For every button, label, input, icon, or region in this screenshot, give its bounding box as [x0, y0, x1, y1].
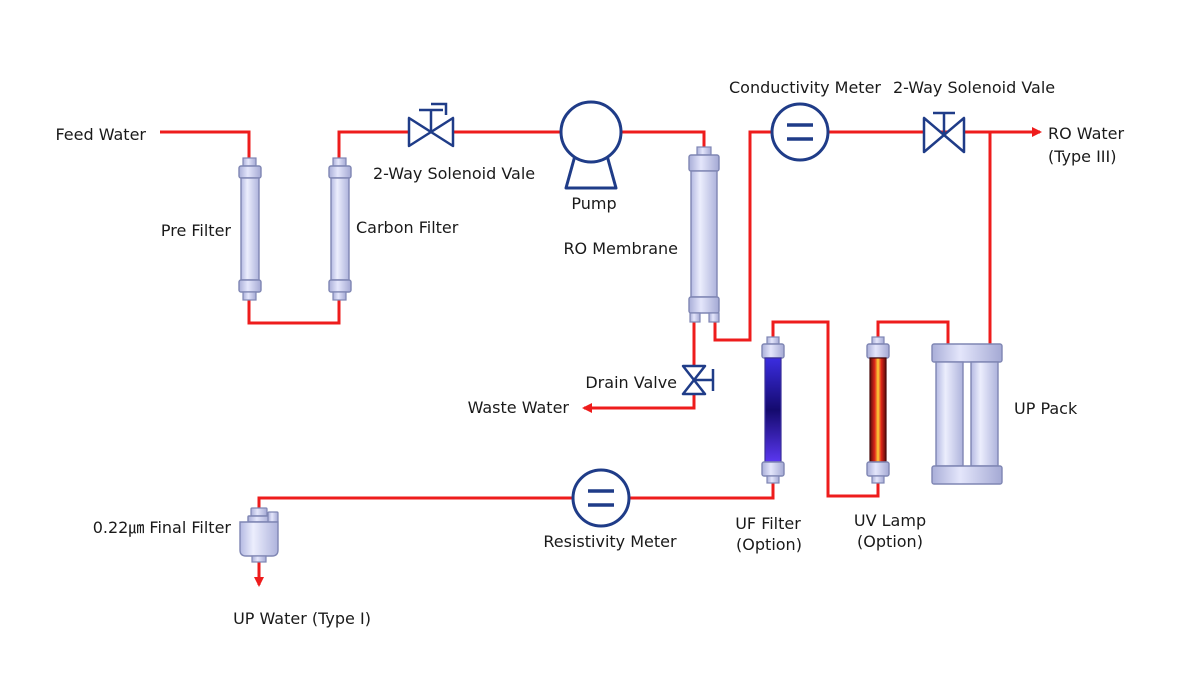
labels: Feed Water Pre Filter Carbon Filter 2-Wa…: [55, 78, 1124, 628]
label-up-water: UP Water (Type I): [233, 609, 371, 628]
two-way-valve-icon: [407, 102, 455, 148]
pre-filter-cartridge: [238, 157, 262, 301]
label-waste-water: Waste Water: [468, 398, 570, 417]
label-uf-filter-option: (Option): [736, 535, 802, 554]
ro-membrane-cartridge: [688, 146, 720, 323]
label-up-pack: UP Pack: [1014, 399, 1078, 418]
label-conductivity-meter: Conductivity Meter: [729, 78, 881, 97]
label-uv-lamp: UV Lamp: [854, 511, 926, 530]
pipe-ro-to-drain: [592, 322, 696, 410]
label-final-filter: 0.22㎛ Final Filter: [93, 518, 232, 537]
pipe-pump-to-ro-membrane: [622, 130, 706, 150]
label-pre-filter: Pre Filter: [161, 221, 232, 240]
pipe-carbon-to-pump: [337, 130, 575, 160]
pipe-uf-filter-to-final-filter: [257, 482, 775, 512]
pipe-prefilter-to-carbon: [247, 298, 341, 325]
label-carbon-filter: Carbon Filter: [356, 218, 459, 237]
pipe-up-pack-to-uv-lamp: [876, 320, 950, 344]
pipe-uv-lamp-to-uf-filter: [771, 320, 880, 498]
resistivity-meter-icon: [571, 468, 631, 528]
uf-filter-cartridge: [761, 336, 785, 484]
label-feed-water: Feed Water: [55, 125, 146, 144]
label-pump: Pump: [571, 194, 616, 213]
conductivity-meter-icon: [770, 102, 830, 162]
label-ro-water-type: (Type III): [1048, 147, 1116, 166]
uv-lamp-cartridge: [866, 336, 890, 484]
label-resistivity-meter: Resistivity Meter: [543, 532, 677, 551]
carbon-filter-cartridge: [328, 157, 352, 301]
drain-valve-icon: [681, 364, 715, 396]
label-solenoid-valve-1: 2-Way Solenoid Vale: [373, 164, 535, 183]
final-filter-housing: [239, 507, 279, 563]
label-solenoid-valve-2: 2-Way Solenoid Vale: [893, 78, 1055, 97]
pipe-feed-to-prefilter: [160, 130, 251, 160]
label-drain-valve: Drain Valve: [585, 373, 677, 392]
centrifugal-pump-icon: [559, 100, 623, 190]
label-ro-water: RO Water: [1048, 124, 1125, 143]
label-uv-lamp-option: (Option): [857, 532, 923, 551]
pipe-ro-to-conductivity: [713, 130, 772, 342]
two-way-valve-icon: [922, 111, 966, 154]
up-pack-cartridge: [931, 343, 1003, 485]
label-ro-membrane: RO Membrane: [563, 239, 678, 258]
label-uf-filter: UF Filter: [735, 514, 801, 533]
